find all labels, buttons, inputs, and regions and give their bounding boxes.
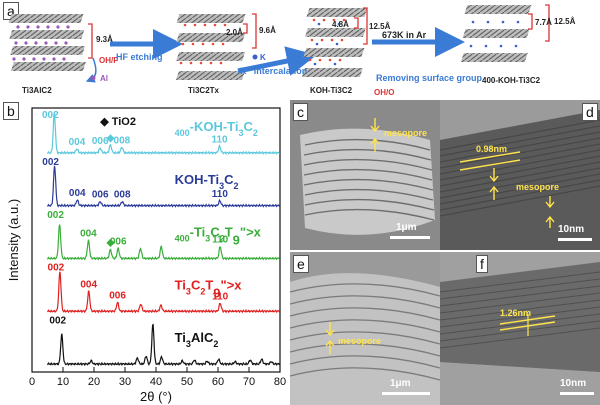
xrd-chart: 0 10 20 30 40 50 60 70 80 2θ (°) Intensity (a.u.) ◆… (6, 107, 286, 404)
peak-label-0-3: ◆ (106, 133, 115, 144)
arrow-1-label: HF etching (116, 52, 163, 62)
x-tick-label-5: 50 (181, 376, 193, 388)
series-line-2 (46, 224, 281, 261)
spacing-label-d: 0.98nm (476, 144, 508, 154)
stage-1-name: Ti3AlC2 (22, 86, 52, 95)
sem-e-texture (290, 252, 440, 405)
oh-f-label: OH/F (99, 56, 118, 65)
x-tick-label-7: 70 (243, 376, 255, 388)
x-tick-label-6: 60 (212, 376, 224, 388)
stage-4-name: 400-KOH-Ti3C2 (482, 76, 541, 85)
peak-label-0-4: 008 (114, 135, 131, 146)
scale-bar-c (390, 236, 430, 239)
oh-f-text: OH/F (99, 56, 119, 65)
peak-label-0-2: 006 (92, 136, 109, 147)
stage-3-name: KOH-Ti3C2 (310, 86, 353, 95)
al-label: Al (100, 74, 108, 83)
tem-micrograph-d: d 0.98nm mesopore 10nm (440, 100, 600, 250)
series-line-4 (46, 323, 281, 367)
series-name-3: Ti3C2T9">x (175, 277, 243, 300)
peak-label-1-2: 006 (92, 190, 109, 201)
oh-o-label: OH/O (374, 88, 395, 97)
peak-label-1-4: 110 (212, 189, 229, 200)
scale-text-c: 1μm (396, 222, 417, 233)
stage-2-spacing-outer: 9.6Å (259, 26, 276, 35)
x-tick-label-1: 10 (57, 376, 69, 388)
series-name-1: KOH-Ti3C2 (175, 172, 239, 191)
peak-label-3-1: 004 (80, 279, 97, 290)
arrow-3-label-top: 673K in Ar (382, 30, 427, 40)
series-line-1 (46, 165, 281, 208)
peak-label-0-5: 110 (211, 134, 228, 145)
peak-label-1-3: 008 (114, 190, 131, 201)
mesopore-arrows-c (370, 118, 380, 152)
scale-text-f: 10nm (560, 378, 587, 389)
x-tick-label-4: 40 (150, 376, 162, 388)
stage-3-spacing-outer: 12.5Å (369, 22, 391, 31)
k-label: K (260, 53, 266, 62)
series-line-0 (46, 112, 281, 156)
panel-letter-f: f (476, 255, 488, 273)
arrow-2-label: K⁺ intercalation (240, 66, 308, 76)
peak-label-4-0: 002 (49, 315, 66, 326)
series-name-4: Ti3AlC2 (175, 330, 219, 349)
peak-label-1-0: 002 (42, 157, 59, 168)
panel-b: 0 10 20 30 40 50 60 70 80 2θ (°) Intensity (a.u.) ◆… (0, 100, 290, 405)
sem-c-texture (290, 100, 440, 250)
series-name-0: 400-KOH-Ti3C2 (175, 119, 258, 138)
mesopore-label-d: mesopore (516, 182, 560, 192)
mesopore-label-c: mesopore (384, 128, 428, 138)
tio2-legend: ◆ TiO2 (99, 116, 136, 128)
peak-label-2-2: ◆ (106, 238, 115, 249)
stage-2-spacing-inner: 2.0Å (226, 28, 243, 37)
tem-d-texture (440, 100, 600, 250)
peak-label-2-4: 110 (212, 235, 229, 246)
panel-letter-c: c (293, 103, 308, 121)
y-axis-label: Intensity (a.u.) (6, 199, 21, 281)
x-tick-label-3: 30 (119, 376, 131, 388)
arrow-3-label-bottom: Removing surface group (376, 73, 483, 83)
x-tick-label-8: 80 (274, 376, 286, 388)
panel-a: a (0, 0, 600, 98)
stage-koh-ti3c2-layers (301, 8, 368, 77)
peak-label-0-0: 002 (42, 110, 59, 121)
stage-400-koh-ti3c2-layers (460, 5, 532, 62)
scale-bar-e (382, 392, 430, 395)
scale-bar-d (558, 238, 592, 241)
peak-label-0-1: 004 (69, 137, 86, 148)
peak-label-3-2: 006 (109, 290, 126, 301)
scale-text-e: 1μm (390, 378, 411, 389)
stage-3-spacing-inner: 4.8Å (332, 20, 349, 29)
schematic-svg (8, 4, 550, 83)
scale-text-d: 10nm (558, 224, 585, 235)
peak-label-1-1: 004 (69, 188, 86, 199)
peak-label-3-3: 110 (212, 291, 229, 302)
peak-label-2-0: 002 (47, 210, 64, 221)
tem-micrograph-f: f 1.26nm 10nm (440, 252, 600, 405)
spacing-label-f: 1.26nm (500, 308, 532, 318)
stage-4-spacing-inner: 7.7Å (535, 18, 552, 27)
scale-bar-f (560, 392, 594, 395)
series-line-3 (46, 271, 281, 314)
tem-f-texture (440, 252, 600, 405)
stage-ti3alc2-layers (8, 14, 86, 71)
panel-letter-b: b (3, 102, 19, 120)
x-axis-label: 2θ (°) (140, 389, 172, 404)
x-tick-label-0: 0 (29, 376, 35, 388)
mesopore-label-e: mesopore (338, 336, 382, 346)
stage-4-spacing-outer: 12.5Å (554, 17, 576, 26)
sem-micrograph-e: e mesopore 1μm (290, 252, 440, 405)
x-tick-label-2: 20 (88, 376, 100, 388)
sem-micrograph-c: c mesopore 1μm (290, 100, 440, 250)
stage-1-spacing: 9.3Å (96, 35, 113, 44)
stage-ti3c2tx-layers (176, 14, 246, 80)
panel-letter-e: e (293, 255, 309, 273)
peak-label-2-3: 006 (110, 237, 127, 248)
peak-label-2-1: 004 (80, 229, 97, 240)
stage-2-name: Ti3C2Tx (188, 86, 219, 95)
panel-letter-d: d (582, 103, 598, 121)
peak-label-3-0: 002 (48, 263, 65, 274)
